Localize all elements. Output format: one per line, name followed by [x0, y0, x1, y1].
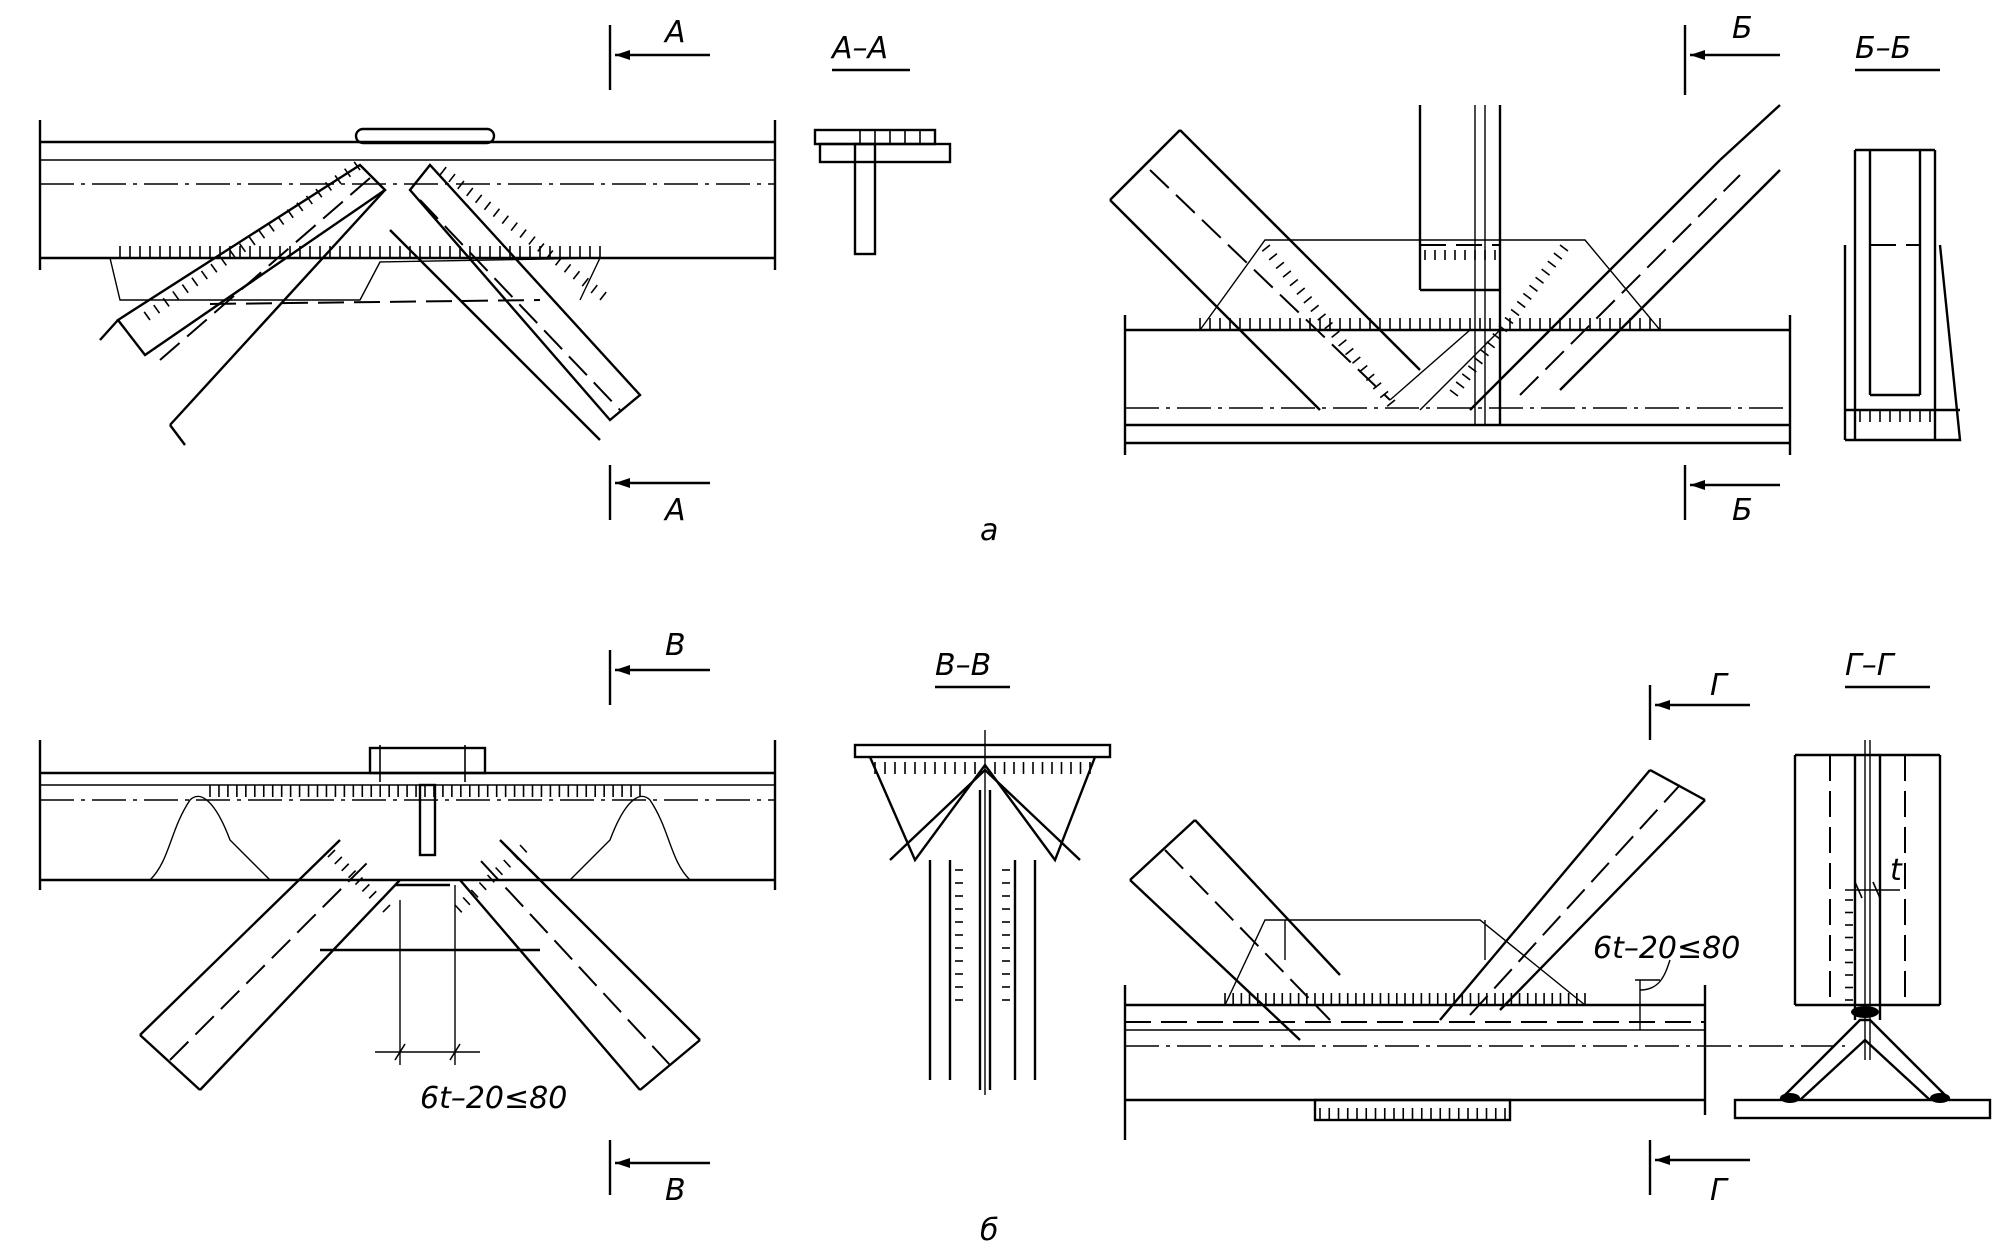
section-a-label-bottom: А — [663, 493, 686, 528]
figure-label-b: б — [980, 1213, 999, 1248]
section-g-g-title: Г–Г — [1845, 648, 1896, 683]
section-v-label-top: В — [665, 628, 686, 663]
section-b-b-drawing — [1843, 148, 1962, 442]
section-b-b-title: Б–Б — [1855, 31, 1911, 66]
section-g-label-bottom: Г — [1710, 1173, 1729, 1208]
node-a-drawing — [38, 120, 777, 446]
section-a-a-drawing — [813, 128, 952, 256]
section-a-label-top: А — [663, 15, 686, 50]
section-a-a-title: А–А — [830, 31, 888, 66]
section-v-label-bottom: В — [665, 1173, 686, 1208]
section-g-label-top: Г — [1710, 668, 1729, 703]
section-b-label-top: Б — [1732, 11, 1753, 46]
section-b-label-bottom: Б — [1732, 493, 1753, 528]
section-v-v-drawing — [853, 730, 1112, 1095]
section-v-v-title: В–В — [935, 648, 991, 683]
node-v-drawing — [38, 740, 777, 1091]
thickness-label-t: t — [1890, 853, 1903, 888]
figure-label-a: а — [980, 513, 998, 548]
dimension-label-g: 6t–20≤80 — [1593, 931, 1740, 966]
dimension-label-v: 6t–20≤80 — [420, 1081, 567, 1116]
node-g-drawing — [1123, 768, 1845, 1140]
node-b-drawing — [1109, 104, 1931, 455]
section-g-g-drawing — [1733, 740, 1992, 1120]
